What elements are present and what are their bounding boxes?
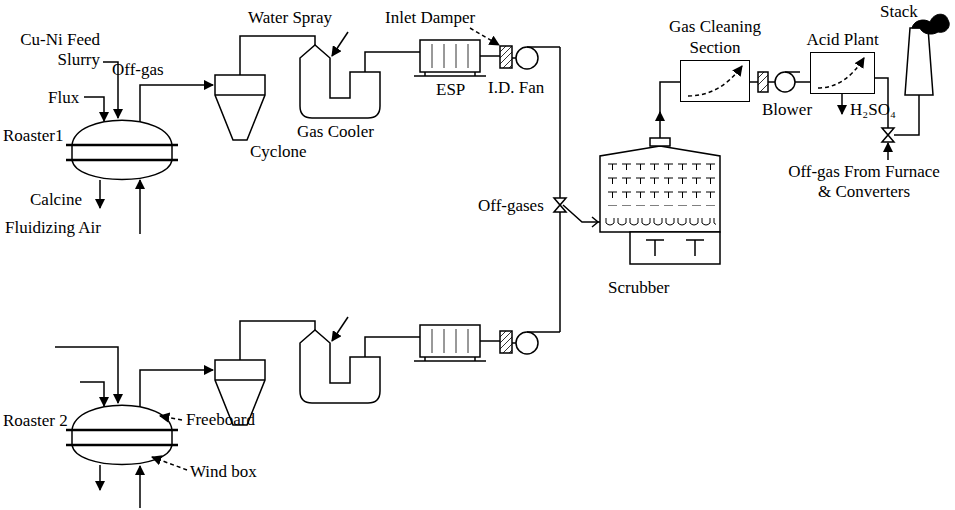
plant-label: Inlet Damper (385, 8, 475, 28)
plant-label: Roaster 2 (3, 411, 68, 431)
box-heading: Gas Cleaning Section (660, 17, 770, 58)
plant-label: Scrubber (608, 278, 669, 298)
plant-label: Cyclone (250, 142, 307, 162)
plant-label: Blower (762, 100, 812, 120)
plant-label: Off-gases (478, 196, 544, 216)
plant-label: Water Spray (248, 8, 332, 28)
plant-label: Off-gas (112, 60, 164, 80)
process-box: Gas Cleaning Section (680, 60, 750, 102)
plant-label: ESP (436, 80, 465, 100)
box-heading: Acid Plant (806, 30, 878, 50)
plant-label: Cu-Ni Feed Slurry (5, 30, 100, 71)
plant-label: Fluidizing Air (5, 218, 101, 238)
plant-label: I.D. Fan (488, 78, 544, 98)
plant-label: Calcine (30, 190, 82, 210)
plant-label: Wind box (190, 462, 257, 482)
plant-label: Off-gas From Furnace & Converters (785, 162, 943, 203)
plant-label: Roaster1 (3, 126, 63, 146)
plant-label: Freeboard (186, 410, 255, 430)
plant-label: Stack (880, 2, 918, 22)
plant-label: Gas Cooler (297, 122, 374, 142)
plant-label: H₂SO₄ (850, 100, 896, 120)
process-box: Acid Plant (810, 52, 875, 94)
plant-label: Flux (48, 88, 79, 108)
